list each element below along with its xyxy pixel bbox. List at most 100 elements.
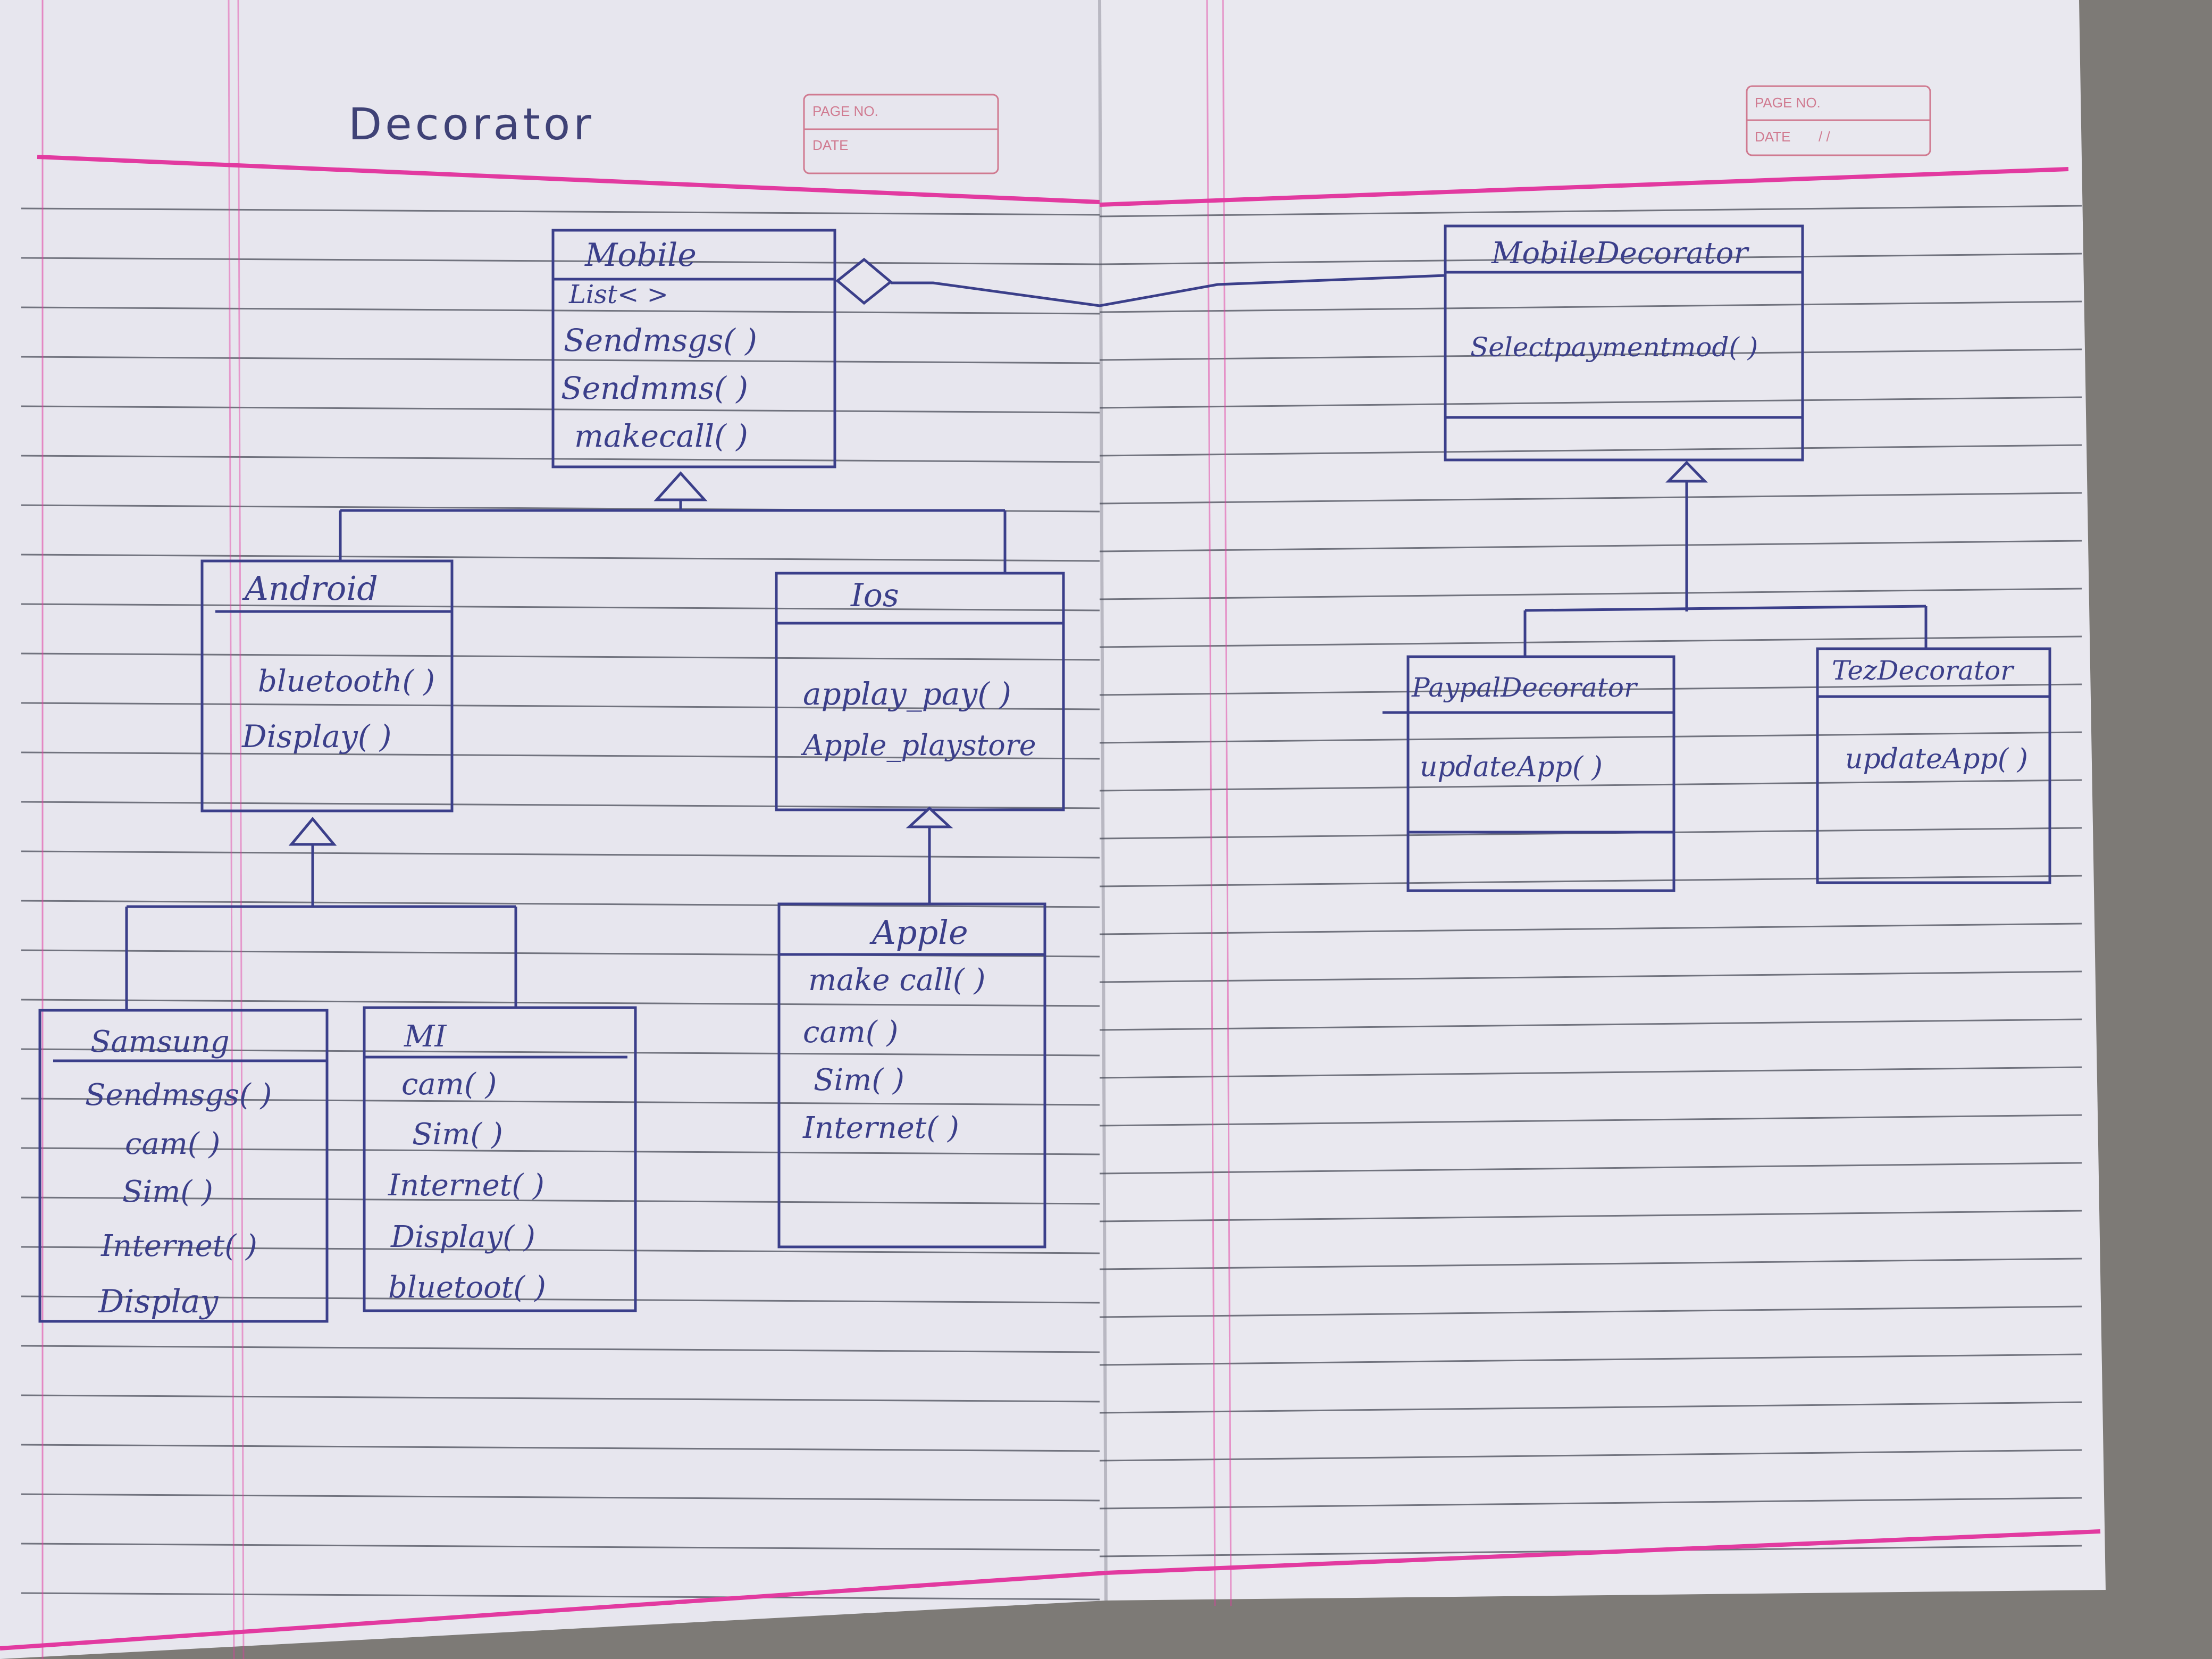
mobile-class: Mobile List< > Sendmsgs( ) Sendmms( ) ma… <box>561 237 757 454</box>
date-label: DATE <box>1755 129 1790 145</box>
ruled-line <box>1099 1497 2082 1510</box>
paypal-decorator-member: updateApp( ) <box>1420 751 1603 783</box>
samsung-class-box <box>38 1009 329 1323</box>
ruled-line <box>21 257 1100 265</box>
ruled-line <box>21 1147 1100 1155</box>
ios-member: Apple_playstore <box>800 728 1036 762</box>
android-member: bluetooth( ) <box>258 664 435 699</box>
tez-decorator-member: updateApp( ) <box>1845 743 2028 775</box>
ruled-line <box>1099 1401 2082 1414</box>
ruled-line <box>21 1394 1100 1403</box>
notebook-spine <box>1098 0 1108 1601</box>
ruled-line <box>21 1444 1100 1452</box>
android-class: Android bluetooth( ) Display( ) <box>241 569 435 755</box>
ruled-line <box>21 1493 1100 1502</box>
ruled-line <box>21 1048 1100 1057</box>
samsung-member: Sendmsgs( ) <box>85 1078 272 1112</box>
generalization-arrow <box>1665 460 1708 483</box>
generalization-arrow <box>653 471 708 501</box>
ruled-line <box>21 356 1100 364</box>
ruled-lines <box>21 205 2082 1601</box>
mi-class-box <box>363 1006 637 1312</box>
ruled-line <box>21 1295 1100 1304</box>
ruled-line <box>1099 540 2082 552</box>
ruled-line <box>1099 875 2082 887</box>
apple-class-box <box>777 902 1046 1249</box>
mi-class: MI cam( ) Sim( ) Internet( ) Display( ) … <box>388 1019 546 1305</box>
ruled-line <box>1099 1114 2082 1127</box>
ruled-line <box>1099 779 2082 792</box>
relation-connectors <box>125 274 1928 1010</box>
samsung-member: Internet( ) <box>100 1229 257 1263</box>
ruled-line <box>1099 253 2082 265</box>
mobile-member: Sendmms( ) <box>561 370 748 406</box>
mobile-class-box <box>551 229 836 468</box>
ruled-line <box>1099 923 2082 935</box>
samsung-member: Display <box>98 1283 219 1320</box>
android-member: Display( ) <box>241 718 392 755</box>
mobile-member: makecall( ) <box>574 418 748 454</box>
ruled-line <box>1099 635 2082 648</box>
apple-member: cam( ) <box>803 1015 898 1050</box>
ruled-line <box>1099 300 2082 313</box>
apple-member: Internet( ) <box>802 1111 959 1145</box>
ruled-line <box>21 900 1100 908</box>
mobile-class-name: Mobile <box>584 237 697 274</box>
android-class-name: Android <box>242 569 378 608</box>
ruled-line <box>1099 1449 2082 1462</box>
ruled-line <box>1099 1258 2082 1270</box>
apple-member: make call( ) <box>808 963 985 998</box>
date-value: / / <box>1819 129 1830 145</box>
apple-class: Apple make call( ) cam( ) Sim( ) Interne… <box>802 913 985 1145</box>
margin-lines <box>0 0 2101 1659</box>
ruled-line <box>1099 970 2082 983</box>
page-title: Decorator <box>348 99 594 150</box>
mobile-decorator-class: MobileDecorator Selectpaymentmod( ) <box>1470 236 1758 363</box>
ruled-line <box>1099 1018 2082 1031</box>
class-box-outlines <box>38 224 2051 1323</box>
ruled-line <box>21 554 1100 562</box>
ruled-line <box>1099 1353 2082 1366</box>
ruled-line <box>21 207 1100 216</box>
date-label: DATE <box>812 137 848 153</box>
ios-class: Ios applay_pay( ) Apple_playstore <box>800 577 1036 762</box>
paypal-decorator-class-box <box>1406 655 1675 892</box>
ruled-line <box>21 405 1100 414</box>
page-stamp-left: PAGE NO. DATE <box>803 94 999 174</box>
samsung-class-name: Samsung <box>90 1025 230 1059</box>
ruled-line <box>1099 492 2082 505</box>
ruled-line <box>21 999 1100 1007</box>
ruled-line <box>21 455 1100 463</box>
mi-member: Sim( ) <box>412 1117 503 1152</box>
apple-member: Sim( ) <box>814 1063 904 1097</box>
samsung-class: Samsung Sendmsgs( ) cam( ) Sim( ) Intern… <box>85 1025 272 1320</box>
ruled-line <box>1099 1066 2082 1079</box>
mi-member: cam( ) <box>401 1067 497 1102</box>
mobile-decorator-member: Selectpaymentmod( ) <box>1470 332 1758 363</box>
apple-class-name: Apple <box>869 913 968 952</box>
ruled-line <box>1099 1305 2082 1318</box>
ruled-line <box>1099 1162 2082 1175</box>
ruled-line <box>1099 683 2082 696</box>
generalization-arrow <box>288 817 337 846</box>
ruled-line <box>21 1196 1100 1205</box>
samsung-member: Sim( ) <box>122 1175 213 1209</box>
generalization-arrow <box>906 806 953 828</box>
mobile-decorator-class-name: MobileDecorator <box>1491 236 1749 271</box>
paypal-decorator-class-name: PaypalDecorator <box>1411 672 1638 703</box>
ruled-line <box>21 1246 1100 1254</box>
ruled-line <box>1099 588 2082 600</box>
left-page <box>0 0 1106 1659</box>
ruled-line <box>1099 444 2082 457</box>
mi-member: bluetoot( ) <box>388 1270 546 1305</box>
ruled-line <box>21 1345 1100 1353</box>
relation-markers <box>288 257 1708 846</box>
tez-decorator-class-box <box>1816 647 2051 884</box>
ruled-line <box>1099 731 2082 744</box>
page-no-label: PAGE NO. <box>1755 95 1821 111</box>
tez-decorator-class-name: TezDecorator <box>1832 655 2015 686</box>
ruled-line <box>1099 1210 2082 1222</box>
ios-class-box <box>775 572 1065 811</box>
ruled-line <box>21 1097 1100 1106</box>
